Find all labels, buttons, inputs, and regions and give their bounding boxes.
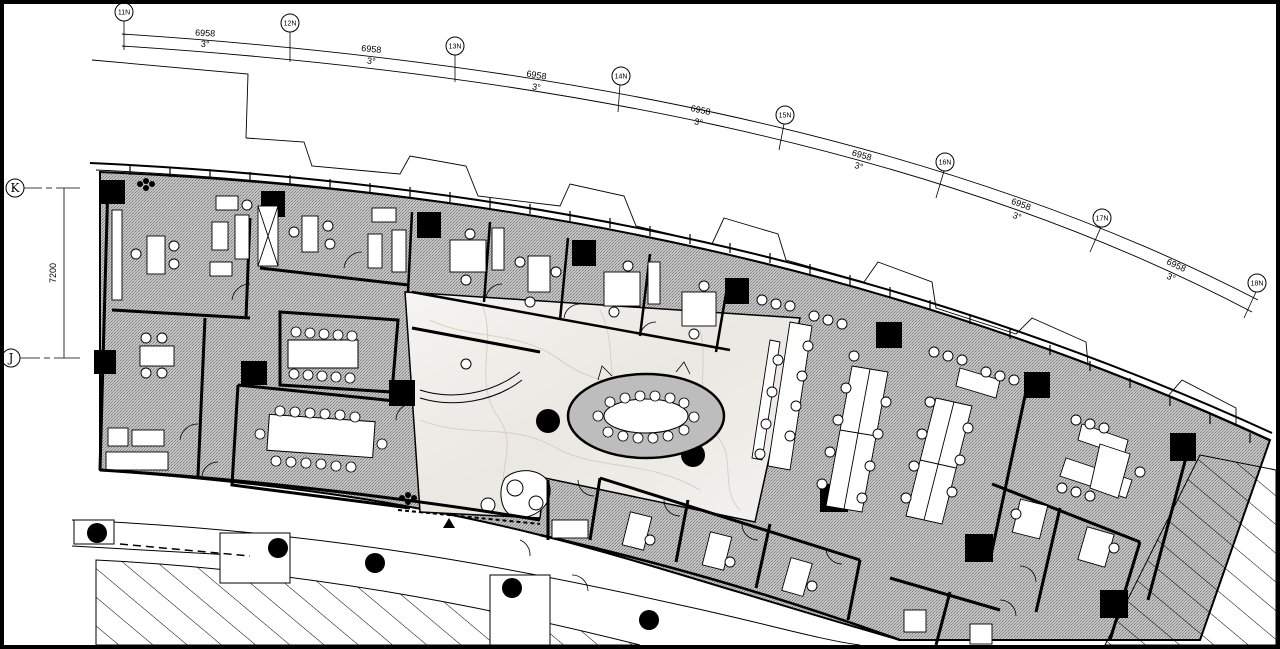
span-angle: 3° bbox=[1165, 271, 1177, 284]
right-office-walls bbox=[539, 381, 1190, 645]
reception-desk bbox=[411, 326, 541, 404]
row-axis-K: K bbox=[5, 178, 80, 198]
span-length: 6958 bbox=[851, 148, 873, 163]
column-axis-label: 17N bbox=[1096, 216, 1109, 223]
column-axis-markers: 11N 12N 13N 14N 15N 16N bbox=[114, 4, 1267, 319]
column-axis-label: 11N bbox=[118, 10, 130, 17]
door-swings bbox=[179, 251, 1037, 617]
column-axis-12N: 12N bbox=[280, 13, 300, 62]
workstation-cluster-b bbox=[905, 397, 973, 525]
span-angle: 3° bbox=[367, 56, 377, 67]
meeting-room-large bbox=[254, 405, 388, 473]
lower-left-walls bbox=[99, 468, 541, 522]
row-axis-markers: K J 7200 bbox=[4, 178, 80, 368]
column-axis-label: 14N bbox=[615, 74, 628, 81]
top-office-furniture bbox=[257, 205, 717, 340]
lounge-seating bbox=[480, 470, 551, 518]
corridor-dashed-line bbox=[119, 543, 251, 557]
curtain-wall bbox=[89, 162, 1273, 442]
row-axis-J: J bbox=[4, 348, 80, 368]
column-axis-13N: 13N bbox=[445, 36, 465, 82]
span-angle: 3° bbox=[1011, 210, 1023, 222]
column-axis-label: 15N bbox=[779, 113, 792, 120]
row-dimension-label: 7200 bbox=[48, 263, 58, 283]
column-axis-16N: 16N bbox=[935, 152, 955, 199]
oval-boardroom bbox=[566, 361, 726, 460]
span-angle: 3° bbox=[693, 116, 704, 128]
column-axis-11N: 11N bbox=[114, 4, 134, 50]
floor-plan-drawing: 11N 12N 13N 14N 15N 16N bbox=[4, 4, 1276, 645]
column-axis-label: 18N bbox=[1251, 281, 1264, 288]
lower-hatched-zone bbox=[95, 559, 641, 645]
column-axis-18N: 18N bbox=[1243, 273, 1267, 319]
column-axis-15N: 15N bbox=[775, 105, 795, 151]
span-angle: 3° bbox=[201, 39, 211, 49]
open-office-workstations bbox=[751, 294, 1020, 525]
column-axis-label: 16N bbox=[939, 160, 952, 167]
span-angle: 3° bbox=[853, 160, 864, 172]
span-length: 6958 bbox=[1010, 196, 1032, 212]
entrance-marker-icon bbox=[443, 518, 455, 528]
column-axis-14N: 14N bbox=[611, 66, 631, 113]
row-axis-label: K bbox=[11, 181, 21, 195]
span-length: 6958 bbox=[526, 69, 547, 82]
span-length: 6958 bbox=[690, 103, 712, 117]
column-axis-label: 13N bbox=[449, 44, 462, 51]
span-dimension-line bbox=[121, 33, 1259, 313]
left-office-furniture bbox=[105, 195, 253, 471]
span-angle: 3° bbox=[531, 81, 541, 92]
entrance-threshold bbox=[397, 509, 541, 525]
span-length: 6958 bbox=[361, 43, 382, 55]
right-office-furniture bbox=[551, 414, 1146, 645]
meeting-room-small bbox=[287, 326, 359, 384]
column-axis-17N: 17N bbox=[1089, 208, 1112, 253]
column-axis-label: 12N bbox=[284, 21, 297, 28]
span-dimension-labels: 6958 3° 6958 3° 6958 3° 6958 3° 6958 3° … bbox=[195, 27, 1188, 283]
span-length: 6958 bbox=[195, 27, 216, 38]
row-axis-label: J bbox=[7, 351, 14, 365]
workstation-cluster-a bbox=[825, 365, 889, 513]
curtain-wall-mullions bbox=[129, 165, 1251, 443]
